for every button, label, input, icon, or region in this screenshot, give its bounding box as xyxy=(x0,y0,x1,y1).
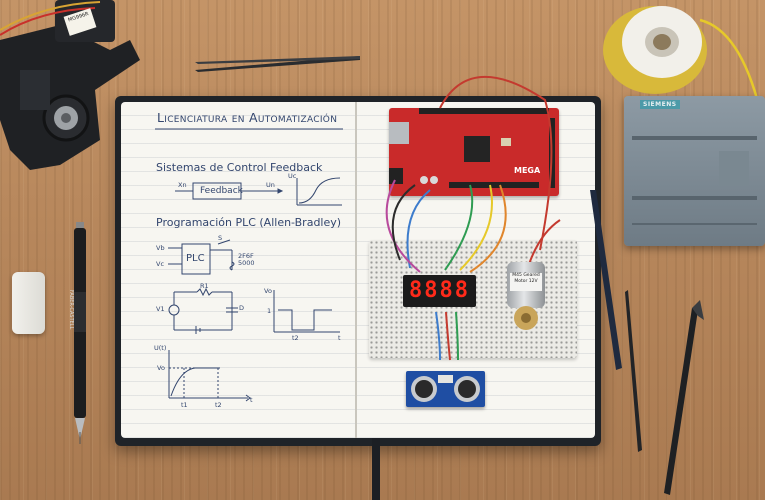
response-x-axis-label: t xyxy=(250,396,253,404)
feedback-input-label: Xn xyxy=(178,181,187,189)
section-plc-heading: Programación PLC (Allen-Bradley) xyxy=(156,216,342,229)
ultrasonic-sensor xyxy=(406,371,485,407)
response-t1-label: t1 xyxy=(181,401,188,409)
seven-segment-display: 8888 xyxy=(403,275,476,307)
pulse-graph-y-label: Vo xyxy=(264,287,272,295)
section-feedback-heading: Sistemas de Control Feedback xyxy=(156,161,323,174)
arduino-brand-label: MEGA xyxy=(514,166,541,175)
pulse-graph-value-label: 1 xyxy=(267,307,272,315)
tweezers-top xyxy=(195,56,360,72)
feedback-output-label: Un xyxy=(266,181,275,189)
load-label: D xyxy=(239,304,245,312)
plc-cap-label: 2F6F xyxy=(238,252,254,260)
response-level-label: Vo xyxy=(157,364,165,372)
motor-label: M45 Geared Motor 12V xyxy=(510,273,542,291)
notebook-left-page xyxy=(121,102,355,438)
notebook-strap xyxy=(590,190,622,370)
mechanical-pencil xyxy=(74,222,86,444)
plc-cap2-label: 5000 xyxy=(238,259,255,267)
feedback-graph-y-label: Uc xyxy=(288,172,297,180)
plc-input-2-label: Vc xyxy=(156,260,165,268)
plc-brand: SIEMENS xyxy=(640,100,680,109)
servo-bracket xyxy=(0,0,140,170)
title-underline xyxy=(155,128,343,130)
pulse-graph-t-label: t xyxy=(338,334,341,342)
plc-block-label: PLC xyxy=(186,253,205,264)
bookmark-ribbon xyxy=(372,438,380,500)
notebook-spine xyxy=(355,102,357,438)
response-y-axis-label: U(t) xyxy=(154,344,167,352)
wire-spool xyxy=(603,6,762,110)
feedback-block-label: Feedback xyxy=(200,186,243,196)
tweezers-right xyxy=(625,290,704,495)
arduino-mega-board: MEGA xyxy=(389,108,559,196)
pulse-graph-t2-label: t2 xyxy=(292,334,299,342)
plc-input-1-label: Vb xyxy=(156,244,165,252)
eraser xyxy=(12,272,45,334)
notebook-title: Licenciatura en Automatización xyxy=(157,110,338,125)
plc-switch-label: S xyxy=(218,234,223,242)
source-label: V1 xyxy=(156,305,165,313)
siemens-plc xyxy=(624,96,765,246)
resistor-label: R1 xyxy=(200,282,209,290)
response-t2-label: t2 xyxy=(215,401,222,409)
motor-gear xyxy=(514,306,538,330)
